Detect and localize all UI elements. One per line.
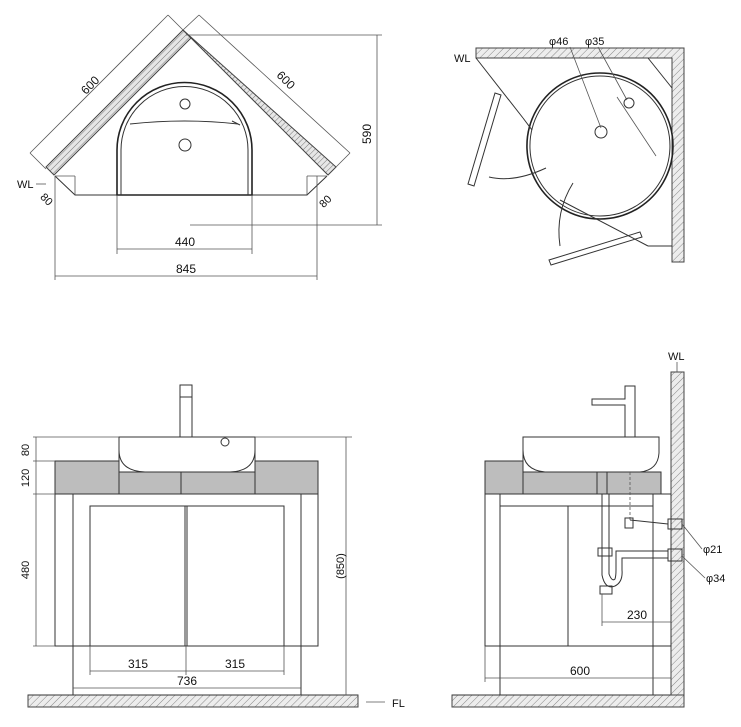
- corner-wall-label: WL: [454, 53, 471, 65]
- side-dim-trap-offset: 230: [627, 608, 647, 622]
- front-dim-width: 736: [177, 674, 197, 688]
- plan-view: 600 600 590 440 845 80 80 WL: [17, 14, 382, 280]
- plan-dim-tab-left: 80: [38, 191, 55, 208]
- side-floor: [451, 694, 685, 708]
- plan-basin-outline: [116, 81, 253, 196]
- plan-wall-label: WL: [17, 179, 34, 191]
- side-countertop: [484, 460, 524, 495]
- side-basin: [522, 436, 660, 473]
- front-overflow-hole: [220, 437, 230, 447]
- corner-wall: [475, 47, 685, 263]
- front-door-right: [186, 505, 285, 647]
- front-dim-cabinet: 480: [20, 561, 32, 579]
- plan-dim-side-right: 600: [274, 68, 298, 92]
- plan-drain-hole: [178, 138, 192, 152]
- front-dim-band: 120: [20, 469, 32, 487]
- corner-basin: [526, 72, 674, 220]
- plan-dim-depth: 590: [360, 124, 374, 144]
- plan-dim-total: 845: [176, 262, 196, 276]
- plan-faucet-hole: [179, 98, 191, 110]
- plan-dim-side-left: 600: [78, 73, 102, 97]
- front-dim-door-left: 315: [128, 657, 148, 671]
- side-wall-label: WL: [668, 351, 685, 363]
- front-countertop-left: [54, 460, 120, 495]
- side-trap: [601, 557, 668, 588]
- plan-wall-left: [45, 29, 192, 176]
- front-door-left: [89, 505, 186, 647]
- side-wall: [670, 371, 685, 708]
- corner-drain-hole: [594, 125, 608, 139]
- corner-faucet-hole: [623, 97, 635, 109]
- side-dim-pipe-large: φ34: [706, 573, 725, 585]
- front-dim-total-height: (850): [335, 553, 347, 579]
- front-floor-label: FL: [392, 698, 405, 710]
- corner-dim-hole-small: φ35: [585, 36, 604, 48]
- side-faucet: [591, 385, 636, 438]
- plan-dim-bowl: 440: [175, 235, 195, 249]
- plan-counter-outline: [54, 175, 117, 196]
- front-dim-top: 80: [20, 444, 32, 456]
- side-cabinet: [484, 493, 672, 647]
- plan-dim-tab-right: 80: [317, 193, 334, 210]
- corner-door-left: [467, 92, 502, 187]
- front-dim-door-right: 315: [225, 657, 245, 671]
- corner-door-bottom: [548, 231, 643, 266]
- front-countertop-right: [254, 460, 319, 495]
- plan-wall-right: [182, 29, 337, 176]
- corner-view: φ46 φ35 WL: [454, 36, 685, 266]
- front-view: 80 120 480 (850) 315 315 736 FL: [20, 384, 405, 710]
- front-floor: [27, 694, 359, 708]
- corner-dim-hole-large: φ46: [549, 36, 568, 48]
- side-outlet-large: [667, 548, 683, 562]
- side-dim-depth: 600: [570, 664, 590, 678]
- side-view: φ21 φ34 230 600 WL: [451, 351, 725, 708]
- front-faucet: [179, 384, 193, 438]
- side-dim-pipe-small: φ21: [703, 544, 722, 556]
- front-basin: [118, 436, 256, 473]
